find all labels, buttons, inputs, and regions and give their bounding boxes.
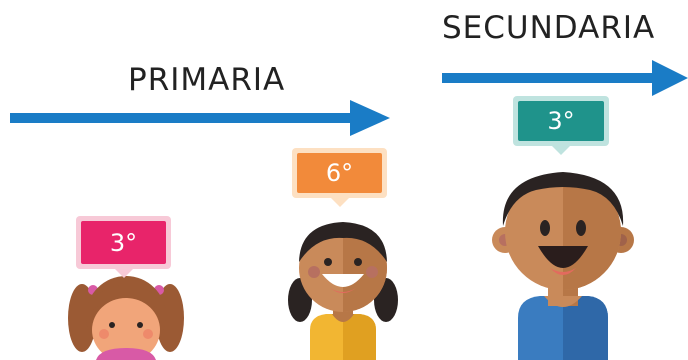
grade-badge-secundaria-3-label: 3°	[518, 101, 604, 141]
badge-pointer-icon	[552, 146, 570, 155]
badge-pointer-icon	[330, 198, 349, 207]
child-student-icon	[288, 222, 398, 360]
stage-label-secundaria: SECUNDARIA	[442, 10, 656, 46]
grade-badge-primaria-3: 3°	[76, 216, 171, 278]
grade-badge-primaria-6-label: 6°	[297, 153, 382, 193]
grade-badge-primaria-3-label: 3°	[81, 221, 166, 264]
stage-label-primaria: PRIMARIA	[128, 62, 286, 98]
arrow-secundaria-icon	[442, 60, 688, 96]
girl-student-icon	[68, 276, 184, 360]
grade-badge-secundaria-3: 3°	[513, 96, 609, 155]
badge-pointer-icon	[114, 269, 133, 278]
arrow-primaria-icon	[10, 100, 390, 136]
grade-badge-primaria-6: 6°	[292, 148, 387, 207]
teen-student-icon	[492, 172, 634, 360]
